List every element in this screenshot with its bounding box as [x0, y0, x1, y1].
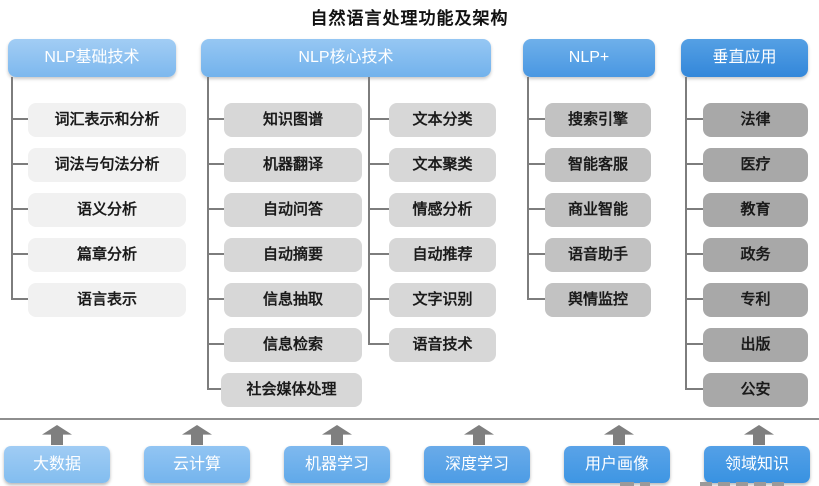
- tree-node: 词汇表示和分析: [28, 103, 186, 137]
- connector-line: [11, 163, 29, 165]
- connector-line: [11, 208, 29, 210]
- connector-line: [207, 208, 225, 210]
- connector-line: [685, 388, 703, 390]
- tree-node: 信息抽取: [224, 283, 362, 317]
- tree-node: 公安: [703, 373, 808, 407]
- connector-line: [368, 298, 389, 300]
- tree-node: 词法与句法分析: [28, 148, 186, 182]
- connector-line: [11, 298, 29, 300]
- tree-node: 信息检索: [224, 328, 362, 362]
- tree-node: 机器翻译: [224, 148, 362, 182]
- tree-node: 语音技术: [389, 328, 496, 362]
- tree-node: 搜索引擎: [545, 103, 651, 137]
- connector-line: [368, 253, 389, 255]
- column-header-nlp-basic: NLP基础技术: [8, 39, 176, 77]
- up-arrow-icon: [42, 425, 72, 445]
- connector-line: [685, 343, 703, 345]
- connector-line: [527, 298, 545, 300]
- connector-line: [368, 77, 370, 345]
- tree-node: 政务: [703, 238, 808, 272]
- tree-node: 语义分析: [28, 193, 186, 227]
- tree-node: 文本聚类: [389, 148, 496, 182]
- connector-line: [527, 118, 545, 120]
- connector-line: [207, 253, 225, 255]
- connector-line: [685, 163, 703, 165]
- connector-line: [527, 77, 529, 300]
- connector-line: [368, 118, 389, 120]
- separator-line: [0, 418, 819, 420]
- foundation-box: 云计算: [144, 446, 250, 483]
- diagram-title: 自然语言处理功能及架构: [310, 9, 509, 28]
- connector-line: [527, 163, 545, 165]
- connector-line: [368, 208, 389, 210]
- tree-node: 文字识别: [389, 283, 496, 317]
- tree-node: 知识图谱: [224, 103, 362, 137]
- tree-node: 语音助手: [545, 238, 651, 272]
- watermark-fragment: [620, 482, 634, 486]
- connector-line: [527, 253, 545, 255]
- column-header-nlp-plus: NLP+: [523, 39, 655, 77]
- tree-node: 社会媒体处理: [221, 373, 362, 407]
- connector-line: [207, 343, 225, 345]
- tree-node: 出版: [703, 328, 808, 362]
- connector-line: [11, 253, 29, 255]
- connector-line: [685, 77, 687, 390]
- connector-line: [527, 208, 545, 210]
- foundation-box: 用户画像: [564, 446, 670, 483]
- tree-node: 自动摘要: [224, 238, 362, 272]
- tree-node: 商业智能: [545, 193, 651, 227]
- watermark-fragment: [754, 482, 766, 486]
- foundation-box: 机器学习: [284, 446, 390, 483]
- watermark-fragment: [736, 482, 748, 486]
- tree-node: 语言表示: [28, 283, 186, 317]
- tree-node: 专利: [703, 283, 808, 317]
- foundation-box: 领域知识: [704, 446, 810, 483]
- up-arrow-icon: [604, 425, 634, 445]
- tree-node: 文本分类: [389, 103, 496, 137]
- column-header-vertical-app: 垂直应用: [681, 39, 808, 77]
- connector-line: [207, 163, 225, 165]
- up-arrow-icon: [322, 425, 352, 445]
- connector-line: [11, 77, 13, 300]
- connector-line: [685, 118, 703, 120]
- connector-line: [368, 163, 389, 165]
- foundation-box: 大数据: [4, 446, 110, 483]
- connector-line: [11, 118, 29, 120]
- watermark-fragment: [700, 482, 712, 486]
- connector-line: [685, 253, 703, 255]
- watermark-fragment: [772, 482, 784, 486]
- connector-line: [207, 77, 209, 390]
- connector-line: [207, 298, 225, 300]
- up-arrow-icon: [464, 425, 494, 445]
- tree-node: 舆情监控: [545, 283, 651, 317]
- column-header-nlp-core: NLP核心技术: [201, 39, 491, 77]
- tree-node: 法律: [703, 103, 808, 137]
- tree-node: 情感分析: [389, 193, 496, 227]
- connector-line: [685, 208, 703, 210]
- tree-node: 自动问答: [224, 193, 362, 227]
- up-arrow-icon: [744, 425, 774, 445]
- connector-line: [207, 118, 225, 120]
- tree-node: 篇章分析: [28, 238, 186, 272]
- connector-line: [207, 388, 225, 390]
- tree-node: 医疗: [703, 148, 808, 182]
- foundation-box: 深度学习: [424, 446, 530, 483]
- tree-node: 自动推荐: [389, 238, 496, 272]
- connector-line: [685, 298, 703, 300]
- connector-line: [368, 343, 389, 345]
- watermark-fragment: [640, 482, 650, 486]
- watermark-fragment: [718, 482, 730, 486]
- tree-node: 教育: [703, 193, 808, 227]
- up-arrow-icon: [182, 425, 212, 445]
- tree-node: 智能客服: [545, 148, 651, 182]
